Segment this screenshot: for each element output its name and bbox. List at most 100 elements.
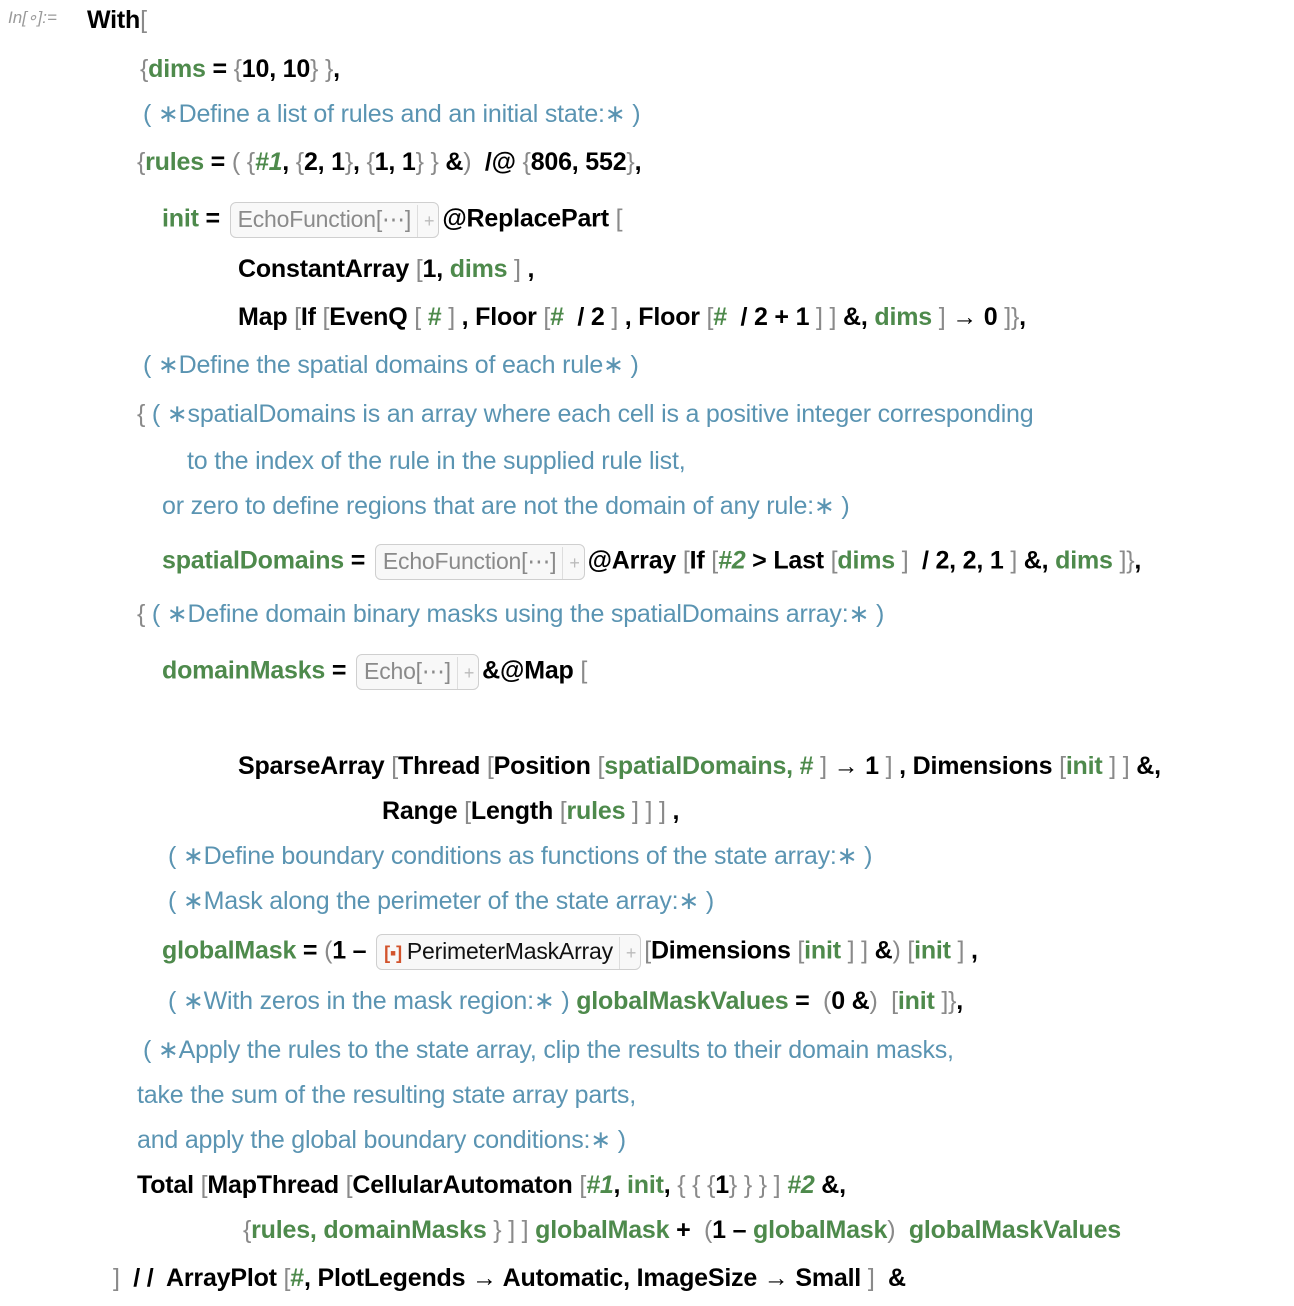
code-token: / 2, 2, 1 <box>908 546 1011 575</box>
bracket-token: [ <box>830 546 838 575</box>
code-line[interactable]: ConstantArray [1, dims ] , <box>238 254 535 284</box>
variable-token: globalMaskValues <box>895 1216 1121 1244</box>
code-line[interactable]: ( ∗Define boundary conditions as functio… <box>168 841 872 871</box>
bracket-token: [ <box>200 1171 208 1199</box>
comment-token: ( ∗Define boundary conditions as functio… <box>168 842 873 870</box>
code-token: If <box>689 546 712 575</box>
code-line[interactable]: to the index of the rule in the supplied… <box>187 446 686 476</box>
code-line[interactable]: With[ <box>87 5 147 35</box>
code-token: Dimensions <box>650 936 798 965</box>
code-line[interactable]: Total [MapThread [CellularAutomaton [#1,… <box>137 1170 846 1200</box>
code-token: = <box>198 204 227 233</box>
bracket-token: [ <box>580 656 588 685</box>
bracket-token: ] <box>854 936 868 965</box>
code-line[interactable]: ( ∗Apply the rules to the state array, c… <box>143 1035 954 1065</box>
bracket-token: [ <box>706 303 714 331</box>
bracket-token: { <box>137 148 146 176</box>
variable-token: # <box>420 303 449 331</box>
bracket-token: [ <box>464 797 471 825</box>
expand-plus-icon[interactable]: + <box>562 547 580 579</box>
bracket-token: [ <box>559 797 567 825</box>
variable-token: globalMask <box>528 1216 670 1244</box>
variable-token: # <box>290 1264 304 1292</box>
expand-plus-icon[interactable]: + <box>417 205 435 237</box>
code-token: 806, 552 <box>530 148 627 176</box>
code-token: → 1 <box>826 752 886 780</box>
code-line[interactable]: init = EchoFunction[⋯]+@ReplacePart [ <box>162 202 623 238</box>
code-line[interactable]: {rules = ( {#1, {2, 1}, {1, 1} } &) /@ {… <box>137 147 642 177</box>
code-token: Length <box>470 797 560 825</box>
code-line[interactable]: { ( ∗Define domain binary masks using th… <box>137 599 884 629</box>
code-token: , Floor <box>454 303 544 331</box>
code-token: / / ArrayPlot <box>119 1264 284 1292</box>
code-line[interactable]: Map [If [EvenQ [ # ] , Floor [# / 2 ] , … <box>238 302 1026 332</box>
variable-token: globalMask <box>162 936 297 965</box>
code-token: , <box>353 148 367 176</box>
bracket-token: ] ] <box>1102 752 1130 780</box>
bracket-token: ) <box>463 148 472 176</box>
iconized-expression-button[interactable]: Echo[⋯]+ <box>356 654 480 690</box>
variable-token: init <box>897 987 935 1015</box>
expand-plus-icon[interactable]: + <box>618 937 636 969</box>
variable-token: init <box>1065 752 1103 780</box>
variable-token: globalMaskValues <box>576 987 789 1015</box>
variable-token: rules <box>145 148 204 176</box>
code-line[interactable]: SparseArray [Thread [Position [spatialDo… <box>238 751 1161 781</box>
bracket-token: ] <box>894 546 909 575</box>
slot-token: #1 <box>254 148 283 176</box>
code-line[interactable]: ( ∗With zeros in the mask region:∗ ) glo… <box>168 986 963 1016</box>
bracket-token: ] <box>113 1264 120 1292</box>
code-line[interactable]: Range [Length [rules ] ] ] , <box>382 796 679 826</box>
code-token: , <box>956 987 963 1015</box>
comment-token: ( ∗Mask along the perimeter of the state… <box>168 887 715 915</box>
code-token: & <box>438 148 464 176</box>
code-token: @Array <box>587 546 683 575</box>
bracket-token: [ <box>140 6 147 34</box>
code-line[interactable]: domainMasks = Echo[⋯]+&@Map [ <box>162 654 587 690</box>
iconized-expression-button[interactable]: EchoFunction[⋯]+ <box>374 544 585 580</box>
bracket-token: [ <box>294 303 301 331</box>
code-token: , <box>665 797 680 825</box>
iconized-expression-button[interactable]: [▪]PerimeterMaskArray+ <box>376 934 642 970</box>
bracket-token: [ <box>877 987 898 1015</box>
bracket-token: ] <box>885 752 893 780</box>
code-line[interactable]: and apply the global boundary conditions… <box>137 1125 626 1155</box>
code-line[interactable]: globalMask = (1 – [▪]PerimeterMaskArray+… <box>162 934 978 970</box>
code-token: &, <box>836 303 875 331</box>
code-token: & <box>874 1264 906 1292</box>
code-token: Map <box>238 303 295 331</box>
bracket-token: [ <box>711 546 718 575</box>
code-token: , <box>333 55 340 83</box>
code-line[interactable]: { ( ∗spatialDomains is an array where ea… <box>137 399 1034 429</box>
comment-token: ( ∗With zeros in the mask region:∗ ) <box>168 987 577 1015</box>
bracket-token: ]} <box>934 987 957 1015</box>
code-line[interactable]: ( ∗Mask along the perimeter of the state… <box>168 886 714 916</box>
code-token: > Last <box>745 546 831 575</box>
code-line[interactable]: ( ∗Define the spatial domains of each ru… <box>143 350 639 380</box>
code-line[interactable]: {rules, domainMasks } ] ] globalMask + (… <box>243 1215 1121 1245</box>
bracket-token: ] <box>766 1171 781 1199</box>
code-line[interactable]: ( ∗Define a list of rules and an initial… <box>143 99 641 129</box>
code-token: , <box>520 255 535 283</box>
bracket-token: [ <box>682 546 690 575</box>
code-line[interactable]: {dims = {10, 10} }, <box>140 54 340 84</box>
resource-function-icon: [▪] <box>384 943 402 963</box>
bracket-token: { <box>233 55 242 83</box>
code-line[interactable]: ] / / ArrayPlot [#, PlotLegends → Automa… <box>113 1263 906 1293</box>
code-token: ConstantArray <box>238 255 416 283</box>
code-line[interactable]: spatialDomains = EchoFunction[⋯]+@Array … <box>162 544 1141 580</box>
code-line[interactable]: take the sum of the resulting state arra… <box>137 1080 636 1110</box>
variable-token: domainMasks <box>162 656 326 685</box>
comment-token: ( ∗Apply the rules to the state array, c… <box>143 1036 954 1064</box>
bracket-token: [ <box>543 303 551 331</box>
code-line[interactable]: or zero to define regions that are not t… <box>162 491 850 521</box>
bracket-token: ] <box>840 936 855 965</box>
bracket-token: } ] ] <box>486 1216 529 1244</box>
bracket-token: } <box>626 148 635 176</box>
code-token: If <box>300 303 323 331</box>
iconized-expression-button[interactable]: EchoFunction[⋯]+ <box>229 202 440 238</box>
bracket-token: } } <box>415 148 439 176</box>
expand-plus-icon[interactable]: + <box>456 657 474 689</box>
slot-token: #2 <box>718 546 746 575</box>
code-token: &, <box>814 1171 846 1199</box>
